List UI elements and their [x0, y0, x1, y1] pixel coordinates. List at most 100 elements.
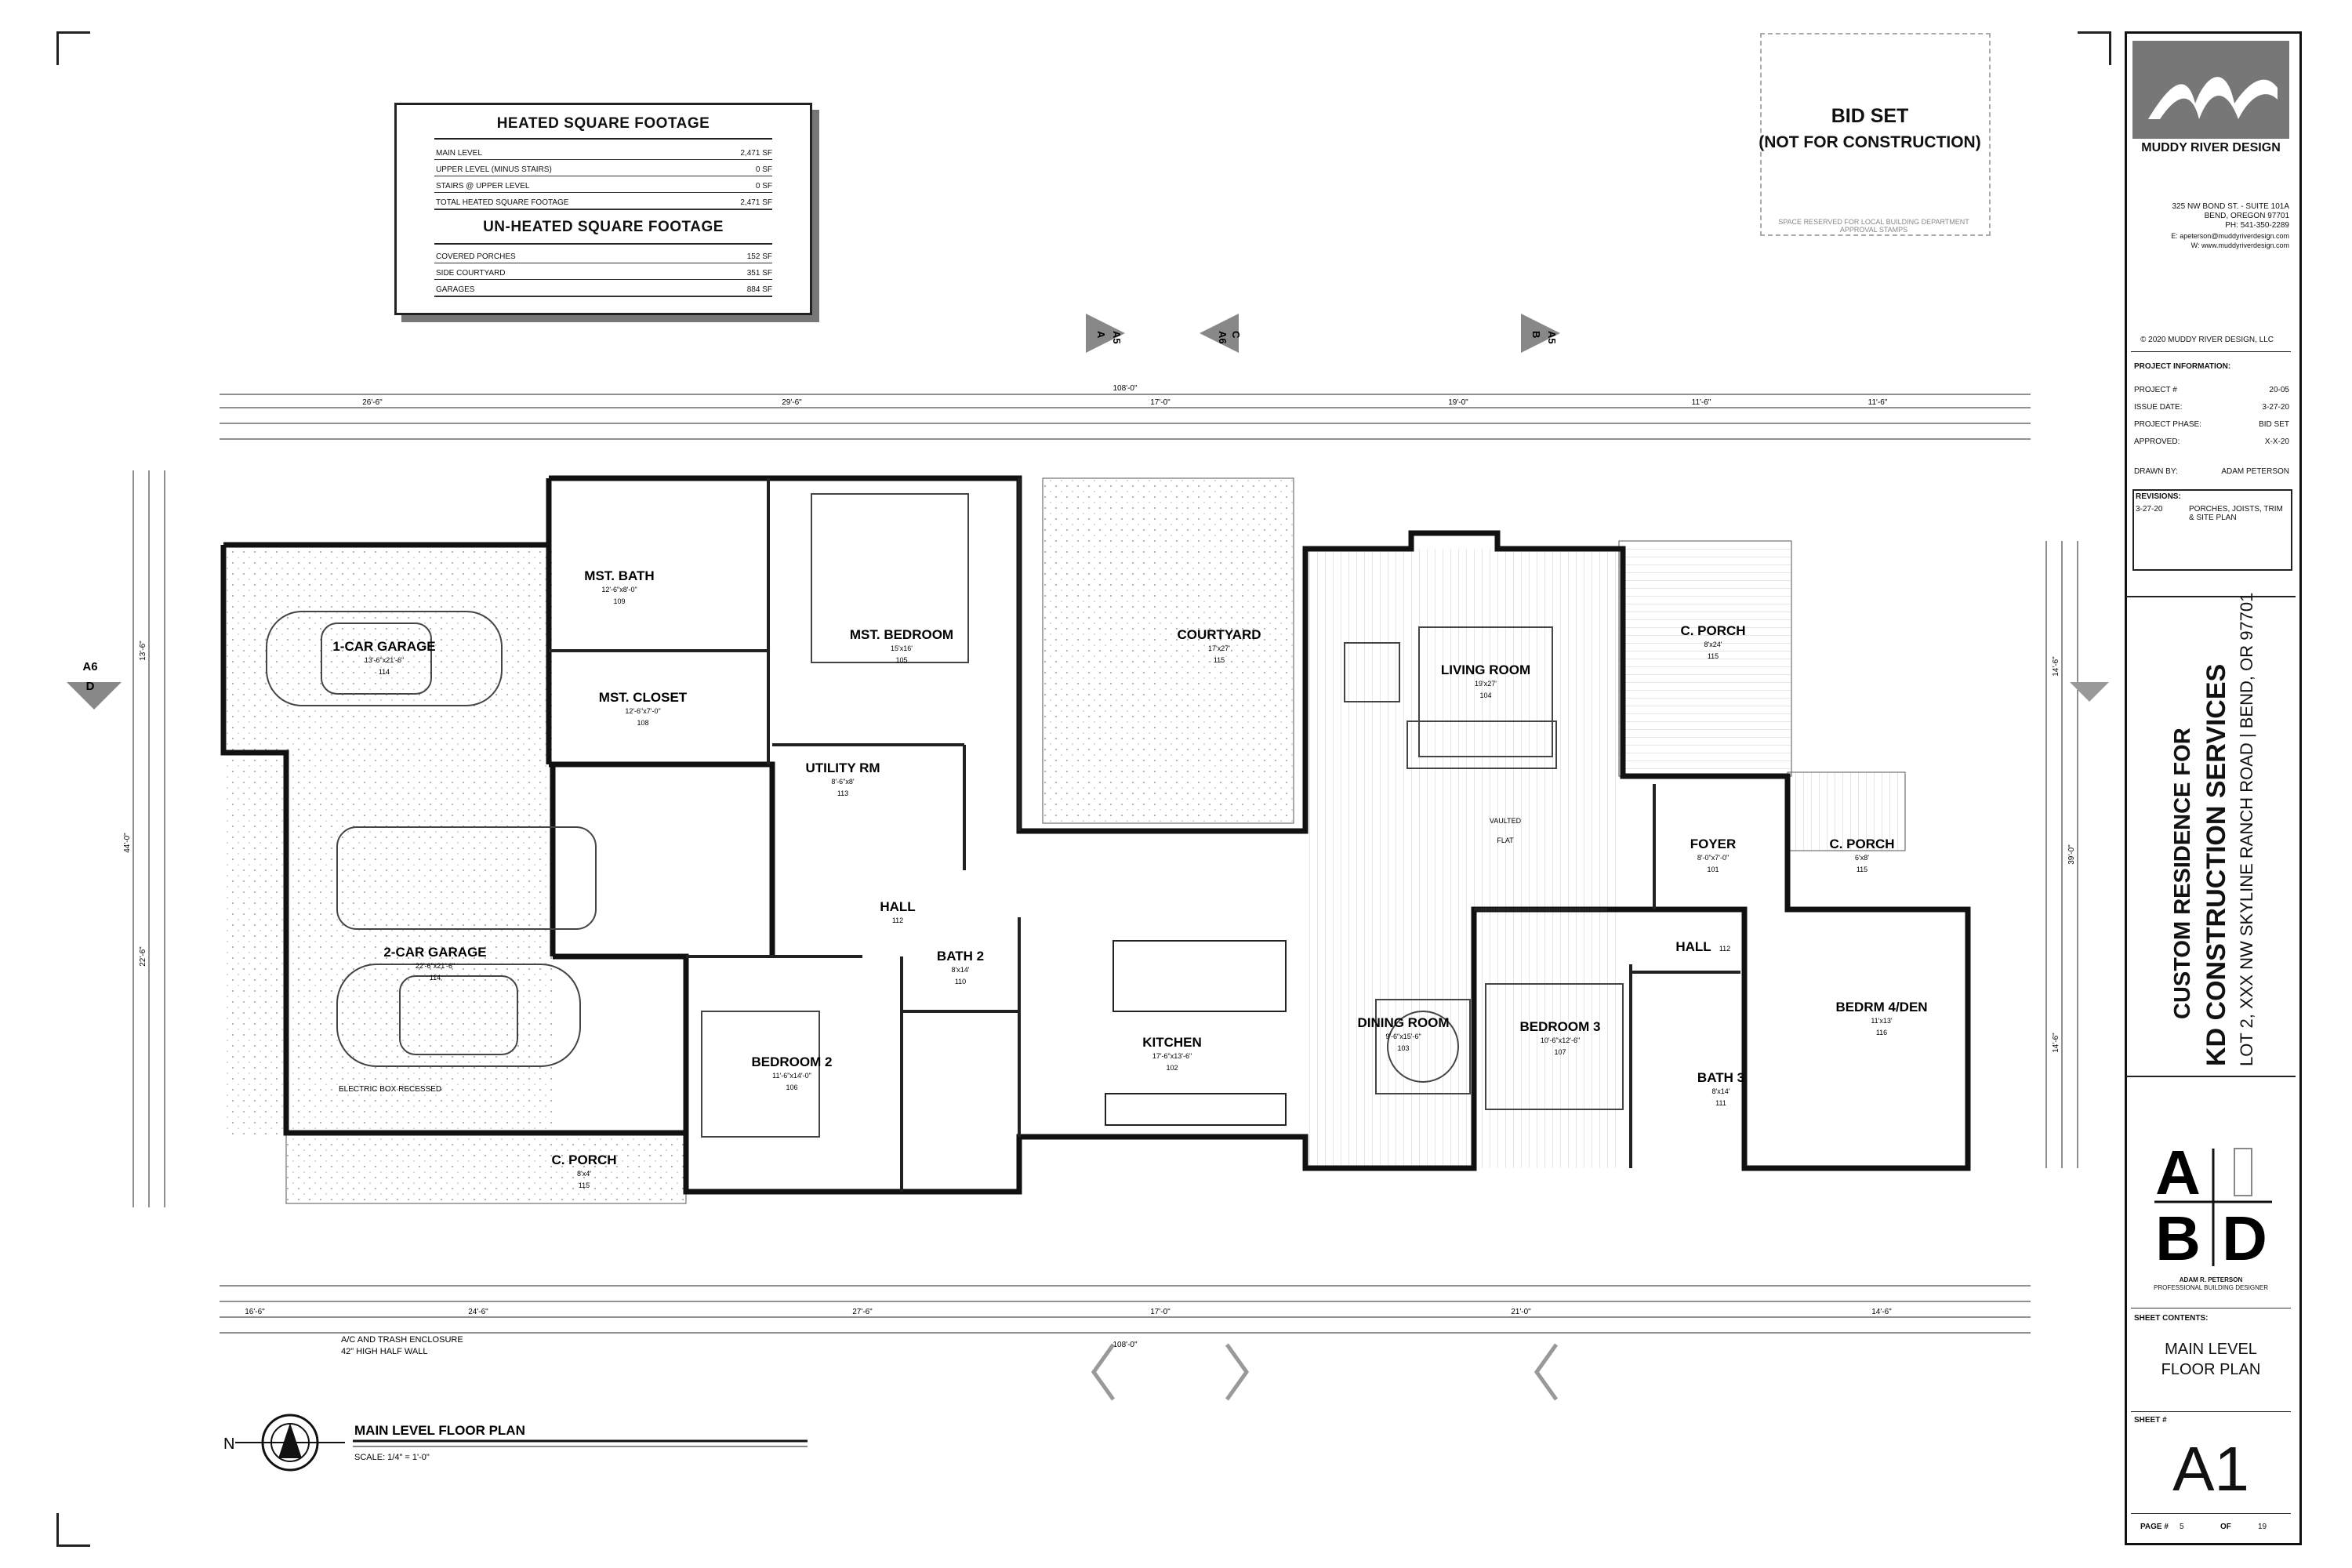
approval-stamp-area	[1760, 33, 1991, 236]
svg-text:14'-6": 14'-6"	[1871, 1308, 1892, 1316]
svg-text:8'-6"x8': 8'-6"x8'	[831, 778, 854, 786]
vaulted-note: VAULTED	[1490, 817, 1522, 825]
svg-text:13'-6"x21'-6": 13'-6"x21'-6"	[365, 656, 404, 664]
svg-text:22'-6": 22'-6"	[139, 946, 147, 967]
svg-text:A6: A6	[82, 660, 97, 673]
sheet-contents-1: MAIN LEVEL	[2165, 1341, 2257, 1358]
crop-mark-top-right	[2078, 31, 2111, 65]
revisions-box	[2132, 489, 2292, 571]
room-label-foyer: FOYER	[1690, 837, 1737, 851]
svg-text:112: 112	[1719, 945, 1730, 953]
sheet-contents-label: SHEET CONTENTS:	[2134, 1314, 2209, 1323]
kitchen-counter	[1105, 1093, 1287, 1126]
svg-text:B: B	[1530, 331, 1542, 338]
courtyard-area	[1042, 477, 1294, 824]
svg-text:17'-0": 17'-0"	[1150, 398, 1171, 407]
svg-text:27'-6": 27'-6"	[852, 1308, 873, 1316]
svg-text:109: 109	[613, 597, 625, 605]
kitchen-island	[1112, 940, 1287, 1012]
svg-text:106: 106	[786, 1083, 797, 1091]
abd-logo-icon: A B D	[2154, 1138, 2272, 1273]
svg-text:15'x16': 15'x16'	[891, 644, 913, 652]
svg-text:105: 105	[895, 656, 907, 664]
abd-logo: A B D	[2147, 1138, 2280, 1274]
bid-set-label: BID SET	[1831, 105, 1909, 127]
room-label-bedroom-2: BEDROOM 2	[752, 1054, 833, 1069]
project-address: LOT 2, XXX NW SKYLINE RANCH ROAD | BEND,…	[2237, 592, 2256, 1066]
svg-text:8'x24': 8'x24'	[1704, 641, 1722, 648]
svg-text:12'-6"x8'-0": 12'-6"x8'-0"	[601, 586, 637, 593]
front-porch-area	[285, 1132, 687, 1204]
svg-text:11'x13': 11'x13'	[1871, 1017, 1893, 1025]
svg-text:A6: A6	[1217, 331, 1229, 344]
svg-text:17'-0": 17'-0"	[1150, 1308, 1171, 1316]
svg-text:19'-0": 19'-0"	[1448, 398, 1468, 407]
firm-phone: PH: 541-350-2289	[2225, 221, 2289, 230]
unheated-title: UN-HEATED SQUARE FOOTAGE	[483, 219, 724, 235]
room-label-1-car-garage: 1-CAR GARAGE	[332, 639, 435, 654]
half-wall-note: 42" HIGH HALF WALL	[341, 1347, 427, 1356]
svg-text:116: 116	[1876, 1029, 1887, 1036]
living-floor	[1305, 549, 1619, 1168]
drawn-by: ADAM PETERSON	[2221, 467, 2289, 476]
svg-text:111: 111	[1715, 1099, 1726, 1107]
floor-plan-drawing: 1-CAR GARAGE 2-CAR GARAGE MST. BATH MST.…	[67, 314, 2109, 1472]
svg-text:11'-6"x14'-0": 11'-6"x14'-0"	[772, 1072, 811, 1080]
svg-text:A: A	[2155, 1141, 2201, 1207]
page-label: PAGE #	[2140, 1523, 2169, 1531]
not-for-construction-label: (NOT FOR CONSTRUCTION)	[1759, 133, 1981, 151]
svg-text:C: C	[1230, 331, 1242, 339]
plan-title: MAIN LEVEL FLOOR PLAN	[354, 1423, 525, 1438]
room-label-bedroom-3: BEDROOM 3	[1520, 1019, 1601, 1034]
svg-text:112: 112	[892, 916, 903, 924]
svg-text:16'-6": 16'-6"	[245, 1308, 265, 1316]
svg-text:11'-6": 11'-6"	[1868, 398, 1888, 407]
electric-box-note: ELECTRIC BOX RECESSED	[339, 1085, 441, 1094]
room-label-hall-2: HALL	[1675, 939, 1711, 954]
svg-text:44'-0": 44'-0"	[123, 833, 132, 853]
svg-text:114: 114	[430, 974, 441, 982]
svg-text:9'-6"x15'-6": 9'-6"x15'-6"	[1385, 1033, 1421, 1040]
revision-date: 3-27-20	[2136, 505, 2163, 514]
svg-text:39'-0": 39'-0"	[2067, 844, 2076, 865]
svg-text:108: 108	[637, 719, 648, 727]
svg-text:A: A	[1095, 331, 1107, 339]
sheet-number: A1	[2172, 1434, 2249, 1504]
room-label-mst-bedroom: MST. BEDROOM	[850, 627, 953, 642]
svg-text:12'-6"x7'-0": 12'-6"x7'-0"	[625, 707, 660, 715]
room-label-living-room: LIVING ROOM	[1441, 662, 1530, 677]
svg-text:115: 115	[1857, 866, 1867, 873]
overall-dim-bottom: 108'-0"	[1112, 1341, 1137, 1349]
room-labels: 1-CAR GARAGE 2-CAR GARAGE MST. BATH MST.…	[332, 568, 1927, 1189]
svg-text:D: D	[2222, 1203, 2267, 1273]
copyright: © 2020 MUDDY RIVER DESIGN, LLC	[2140, 336, 2274, 344]
exterior-walls	[220, 475, 1971, 1195]
svg-text:14'-6": 14'-6"	[2052, 1033, 2060, 1053]
section-markers: A5 A A6 C A5 B A6 D	[67, 314, 2109, 1401]
svg-text:A5: A5	[1111, 331, 1123, 344]
page-number: 5	[2180, 1523, 2184, 1531]
revision-text: PORCHES, JOISTS, TRIM & SITE PLAN	[2189, 505, 2283, 522]
svg-text:103: 103	[1397, 1044, 1409, 1052]
flat-note: FLAT	[1497, 837, 1514, 844]
firm-email: E: apeterson@muddyriverdesign.com	[2171, 232, 2289, 240]
svg-text:113: 113	[837, 789, 848, 797]
plan-scale: SCALE: 1/4" = 1'-0"	[354, 1453, 430, 1462]
living-furniture	[1344, 626, 1557, 1094]
project-info-title: PROJECT INFORMATION:	[2134, 362, 2231, 371]
divider	[434, 138, 772, 140]
svg-text:8'x14': 8'x14'	[952, 966, 970, 974]
sqft-row: UPPER LEVEL (MINUS STAIRS)0 SF	[434, 159, 772, 176]
svg-text:B: B	[2155, 1203, 2201, 1273]
of-label: OF	[2220, 1523, 2231, 1531]
svg-text:110: 110	[955, 978, 966, 985]
room-label-bath-2: BATH 2	[937, 949, 984, 964]
svg-text:22'-6"x21'-6": 22'-6"x21'-6"	[416, 962, 455, 970]
svg-text:115: 115	[1214, 656, 1225, 664]
